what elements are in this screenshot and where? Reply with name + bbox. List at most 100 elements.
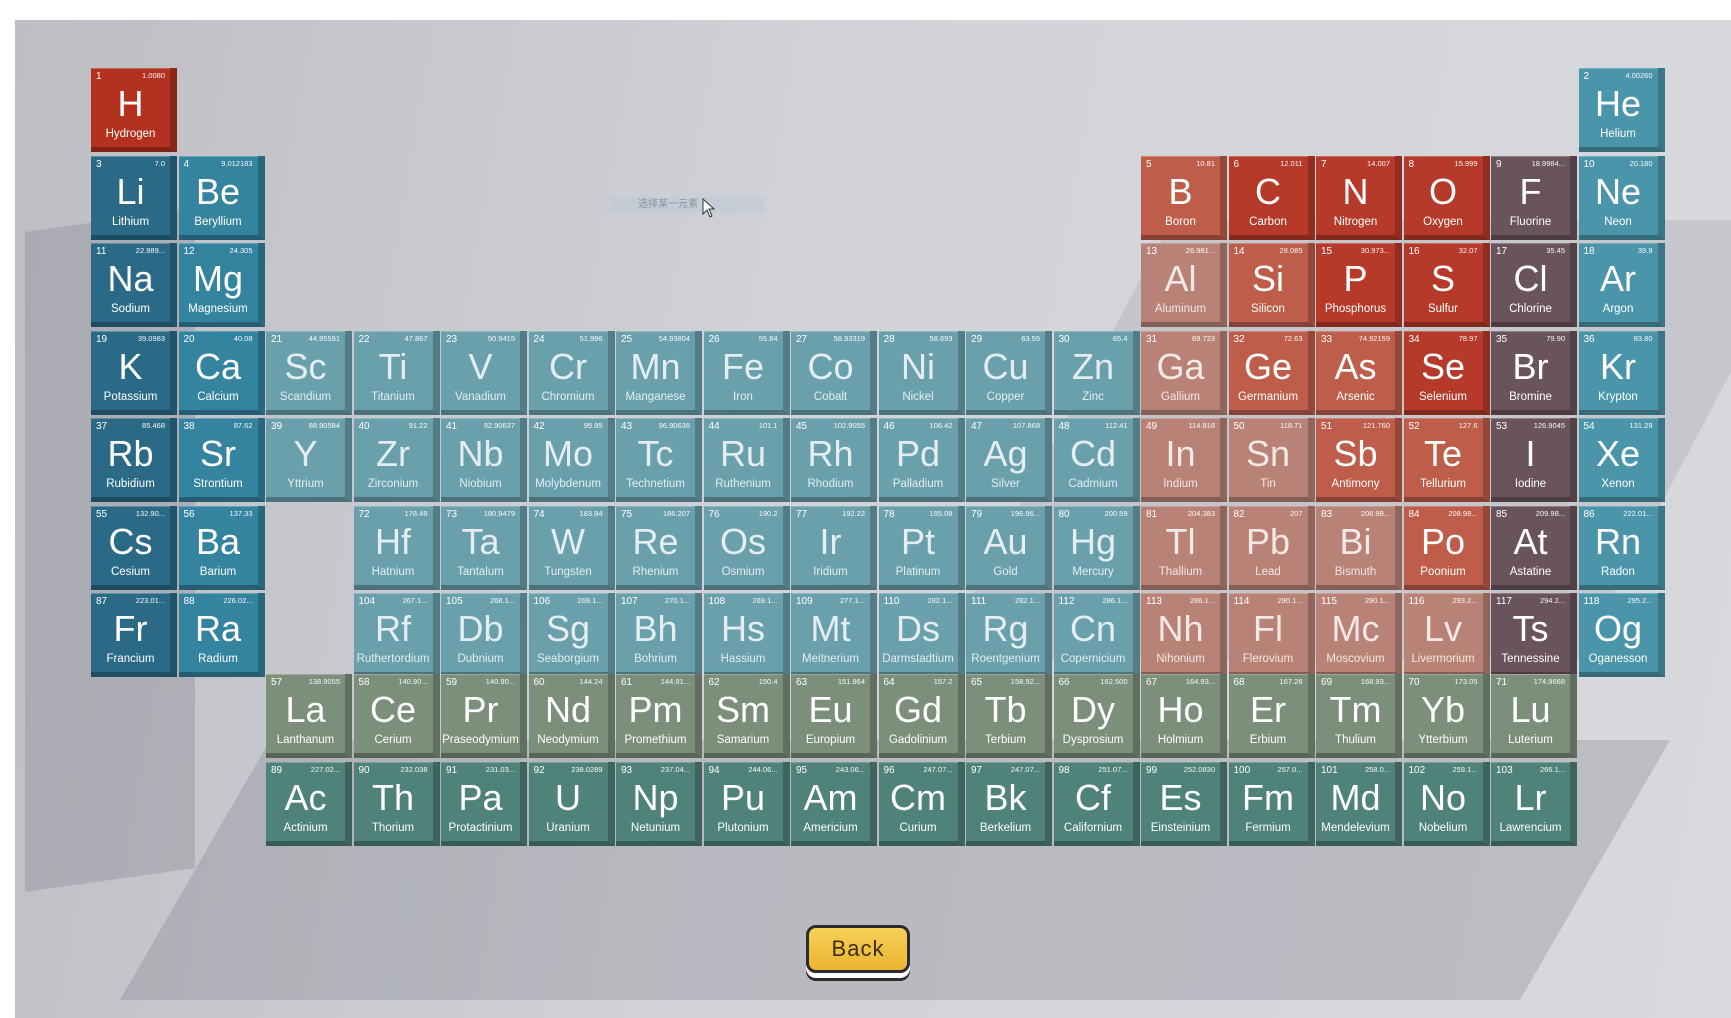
back-button[interactable]: Back [806, 925, 910, 973]
